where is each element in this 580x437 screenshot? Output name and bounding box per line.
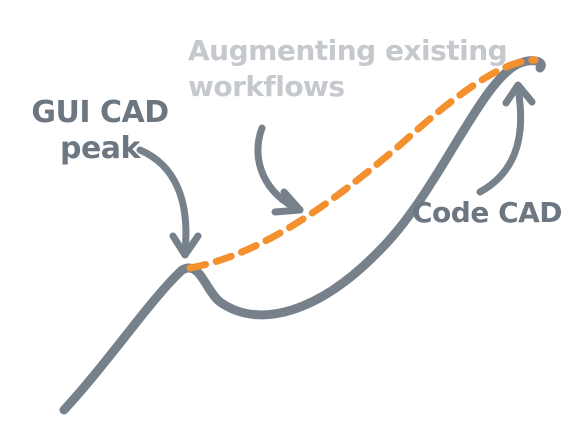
gui-cad-peak-label-line2: peak	[60, 131, 142, 166]
augmenting-label-line1: Augmenting existing	[188, 34, 507, 67]
gui-cad-peak-arrowhead	[169, 232, 202, 259]
gui-cad-peak-arrow	[136, 146, 190, 256]
augmented-dashed-curve	[186, 56, 539, 272]
augmenting-arrowhead	[271, 188, 304, 216]
gui-cad-peak-label-line1: GUI CAD	[31, 95, 168, 130]
augmenting-label-line2: workflows	[188, 70, 345, 103]
code-cad-label: Code CAD	[412, 196, 562, 229]
code-cad-arrow	[476, 84, 525, 196]
augmenting-arrow	[254, 124, 304, 214]
code-cad-arrowhead	[502, 81, 536, 107]
